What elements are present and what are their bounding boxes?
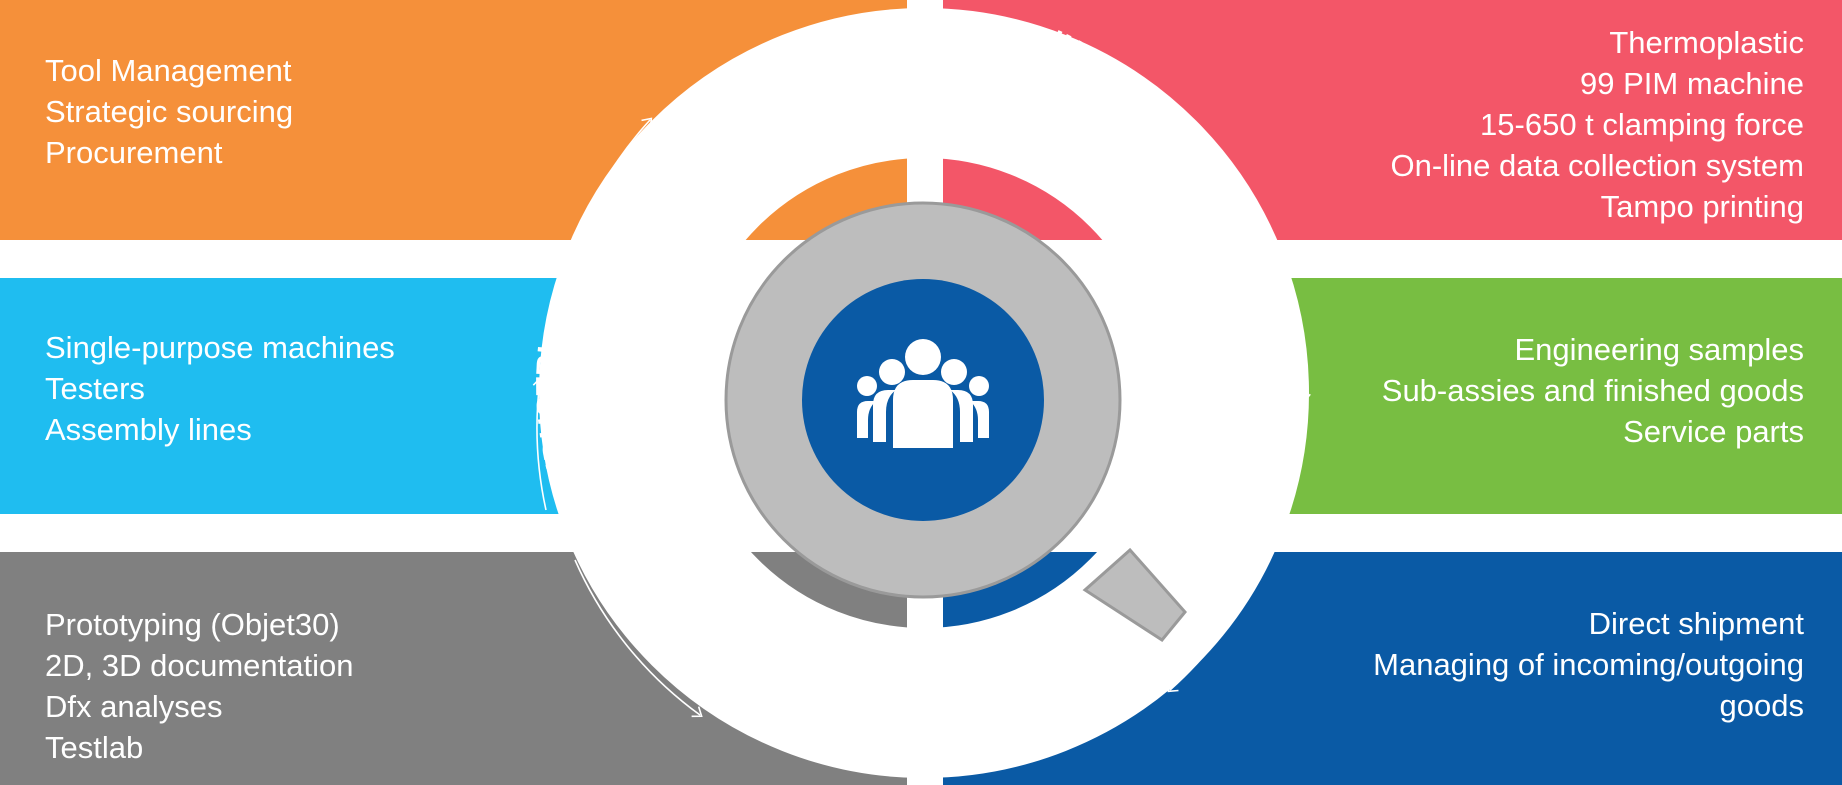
industrialization-items: Single-purpose machines Testers Assembly…	[45, 327, 395, 450]
injection-moulding-items: Thermoplastic 99 PIM machine 15-650 t cl…	[1390, 22, 1804, 227]
logistics-items: Direct shipment Managing of incoming/out…	[1373, 603, 1804, 726]
sourcing-item: Tool Management	[45, 53, 292, 88]
q-tail	[1082, 547, 1187, 642]
assembly-item: Sub-assies and finished goods	[1381, 373, 1804, 408]
assembly-items: Engineering samples Sub-assies and finis…	[1382, 329, 1804, 452]
injection-item: Thermoplastic	[1609, 25, 1804, 60]
sourcing-item: Procurement	[45, 135, 223, 170]
injection-item: Tampo printing	[1600, 189, 1804, 224]
injection-item: On-line data collection system	[1390, 148, 1804, 183]
sourcing-items: Tool Management Strategic sourcing Procu…	[45, 50, 293, 173]
logistics-item: goods	[1719, 688, 1804, 723]
center-ring	[539, 8, 1309, 778]
logistics-item: Direct shipment	[1588, 606, 1804, 641]
people-group-icon	[857, 339, 989, 448]
product-development-item: Dfx analyses	[45, 689, 223, 724]
sourcing-item: Strategic sourcing	[45, 94, 294, 129]
product-development-item: 2D, 3D documentation	[45, 648, 354, 683]
logistics-item: Managing of incoming/outgoing	[1373, 647, 1804, 682]
q-logo	[724, 201, 1187, 642]
assembly-item: Service parts	[1623, 414, 1804, 449]
injection-item: 15-650 t clamping force	[1480, 107, 1804, 142]
product-development-items: Prototyping (Objet30) 2D, 3D documentati…	[45, 604, 353, 768]
industrialization-item: Testers	[45, 371, 145, 406]
assembly-item: Engineering samples	[1514, 332, 1804, 367]
industrialization-item: Single-purpose machines	[45, 330, 395, 365]
product-development-item: Prototyping (Objet30)	[45, 607, 340, 642]
cycle-arrows	[532, 13, 1311, 718]
product-development-item: Testlab	[45, 730, 144, 765]
injection-item: 99 PIM machine	[1580, 66, 1804, 101]
industrialization-item: Assembly lines	[45, 412, 252, 447]
